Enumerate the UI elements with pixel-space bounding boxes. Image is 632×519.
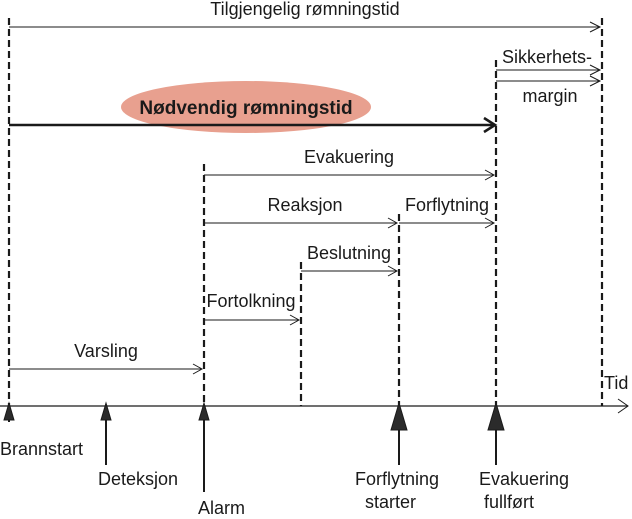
evacuation-done-marker xyxy=(487,401,505,465)
detection-label: Deteksjon xyxy=(98,469,178,489)
fire-start-marker xyxy=(3,401,15,422)
alarm-label: Alarm xyxy=(198,498,245,518)
evacuation-label: Evakuering xyxy=(304,147,394,167)
reaction-arrowhead xyxy=(387,217,399,229)
available-time-label: Tilgjengelig rømningstid xyxy=(210,0,399,19)
alarm-marker xyxy=(198,401,210,492)
required-time-arrowhead xyxy=(483,116,498,134)
time-axis-arrowhead xyxy=(617,398,629,414)
required-time-label: Nødvendig rømningstid xyxy=(139,98,352,119)
warning-label: Varsling xyxy=(74,341,138,361)
movement-start-label-line2: starter xyxy=(365,492,416,512)
time-axis-label: Tid xyxy=(604,373,628,393)
interpretation-arrowhead xyxy=(289,314,301,326)
evacuation-done-label-line1: Evakuering xyxy=(479,469,569,489)
movement-start-label-line1: Forflytning xyxy=(355,469,439,489)
movement-arrowhead xyxy=(484,217,496,229)
reaction-label: Reaksjon xyxy=(267,195,342,215)
decision-label: Beslutning xyxy=(307,243,391,263)
evacuation-arrowhead xyxy=(484,169,496,181)
warning-arrowhead xyxy=(192,363,204,375)
interpretation-label: Fortolkning xyxy=(206,291,295,311)
available-time-arrowhead xyxy=(589,21,602,33)
safety-margin-arrowhead-upper xyxy=(589,64,602,76)
fire-start-label: Brannstart xyxy=(0,439,83,459)
detection-marker xyxy=(100,401,112,465)
movement-start-marker xyxy=(390,401,408,465)
safety-margin-label-line2: margin xyxy=(522,86,577,106)
safety-margin-arrowhead-lower xyxy=(589,75,602,87)
safety-margin-label-line1: Sikkerhets- xyxy=(502,47,592,67)
movement-label: Forflytning xyxy=(405,195,489,215)
evacuation-done-label-line2: fullført xyxy=(484,492,534,512)
required-time-ellipse xyxy=(121,81,371,133)
decision-arrowhead xyxy=(387,265,399,277)
